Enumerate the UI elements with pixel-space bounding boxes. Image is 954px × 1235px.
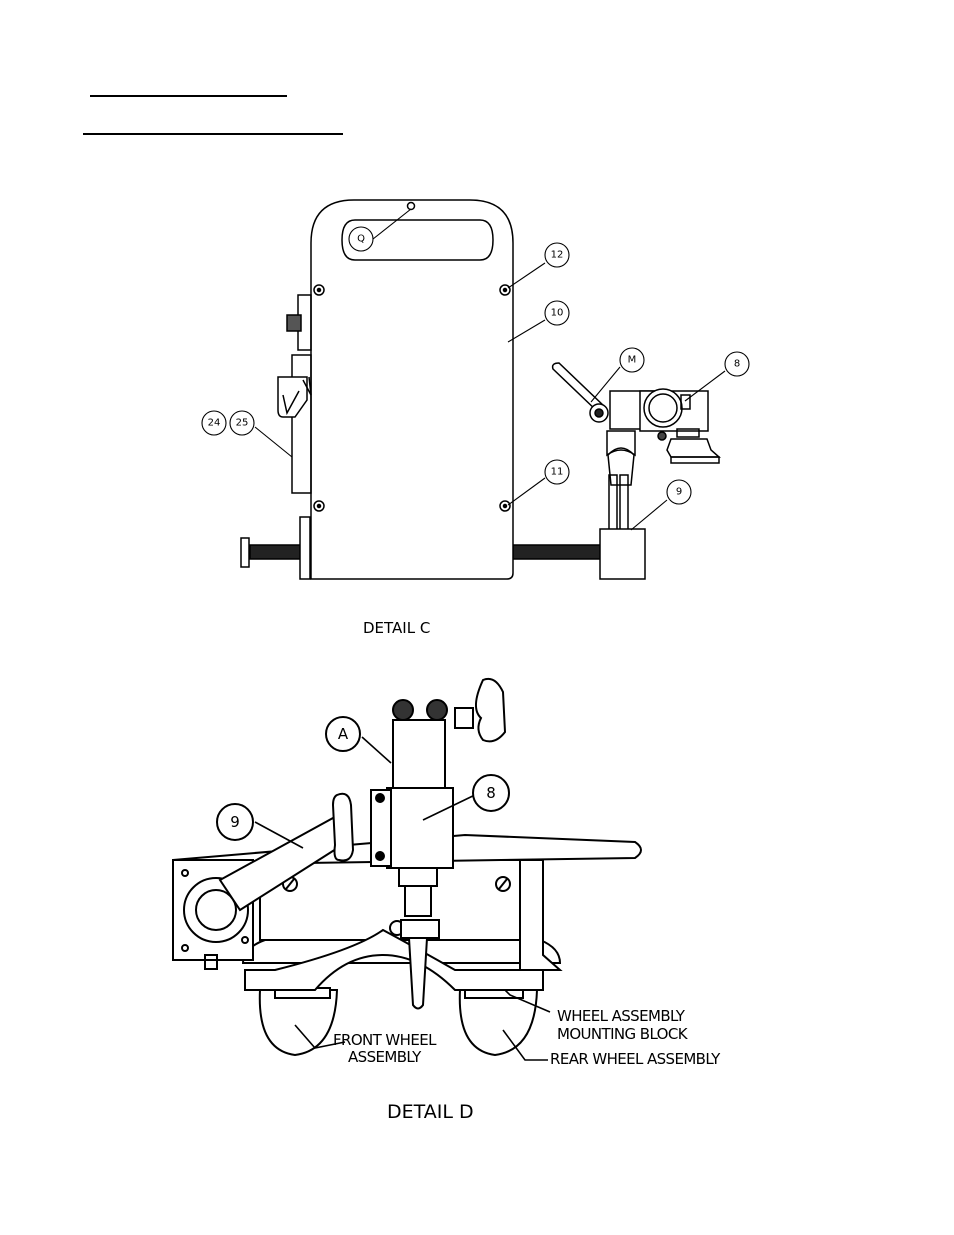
carriage-housing: [310, 199, 514, 580]
detail-c-callout-circles: [201, 226, 750, 505]
leader-lines: [254, 208, 726, 531]
lever-knob: [331, 792, 355, 862]
torch-assembly: [370, 677, 507, 1010]
label-front-wheel-line1: FRONT WHEEL: [333, 1031, 437, 1049]
detail-d-drawing: A 8 9 WHEEL ASSEMBLY MOUNTING BLOCK FRON…: [172, 677, 722, 1068]
wheel-arch: [244, 928, 544, 991]
detail-c-caption: DETAIL C: [363, 619, 431, 637]
side-clamp: [277, 294, 312, 494]
label-front-wheel-line2: ASSEMBLY: [348, 1048, 422, 1066]
callout-25: 25: [236, 418, 249, 429]
callout-8: 8: [734, 359, 740, 370]
callout-24: 24: [208, 418, 221, 429]
callout-12: 12: [551, 250, 564, 261]
label-wheel-block-line1: WHEEL ASSEMBLY: [557, 1007, 686, 1025]
callout-8-d: 8: [486, 784, 496, 802]
torch-holder: [551, 362, 721, 580]
header-rule-short: [90, 95, 287, 97]
header-rule-long: [83, 133, 343, 135]
callout-m: M: [628, 355, 637, 366]
callout-11: 11: [551, 467, 564, 478]
detail-c-drawing: Q 12 10 M 8 24 25 11 9: [201, 199, 750, 580]
callout-a: A: [338, 725, 349, 743]
detail-d-leader-lines: [254, 736, 551, 1061]
label-wheel-block-line2: MOUNTING BLOCK: [557, 1025, 689, 1043]
handle-slot: [341, 219, 494, 261]
detail-d-caption: DETAIL D: [387, 1101, 474, 1123]
callout-9: 9: [676, 487, 682, 498]
callout-9-d: 9: [230, 813, 240, 831]
label-rear-wheel: REAR WHEEL ASSEMBLY: [550, 1050, 721, 1068]
wheels: [258, 987, 539, 1057]
callout-q: Q: [357, 234, 365, 245]
callout-10: 10: [551, 308, 564, 319]
detail-d-callout-circles: [216, 716, 510, 841]
